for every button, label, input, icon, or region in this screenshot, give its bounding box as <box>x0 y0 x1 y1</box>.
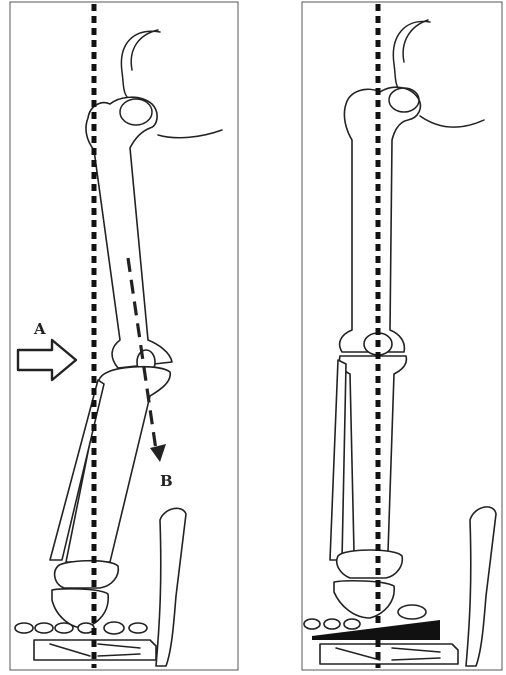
calcaneus <box>52 589 108 628</box>
tibia-right <box>339 356 406 552</box>
phalanges-left <box>15 622 147 634</box>
talus-right <box>337 550 403 578</box>
dashed-arrow-icon <box>150 444 166 462</box>
support-brace <box>156 508 186 666</box>
hollow-arrow-icon <box>18 340 76 380</box>
talus <box>55 561 119 588</box>
panel-left: A B <box>10 2 238 670</box>
femur <box>86 97 172 368</box>
panel-right <box>302 2 502 670</box>
label-a: A <box>33 320 46 338</box>
calcaneus-right <box>334 581 394 618</box>
fibula-right <box>330 360 346 560</box>
support-brace-right <box>466 507 496 666</box>
metatarsal-block-right <box>320 644 458 664</box>
label-b: B <box>160 472 173 490</box>
